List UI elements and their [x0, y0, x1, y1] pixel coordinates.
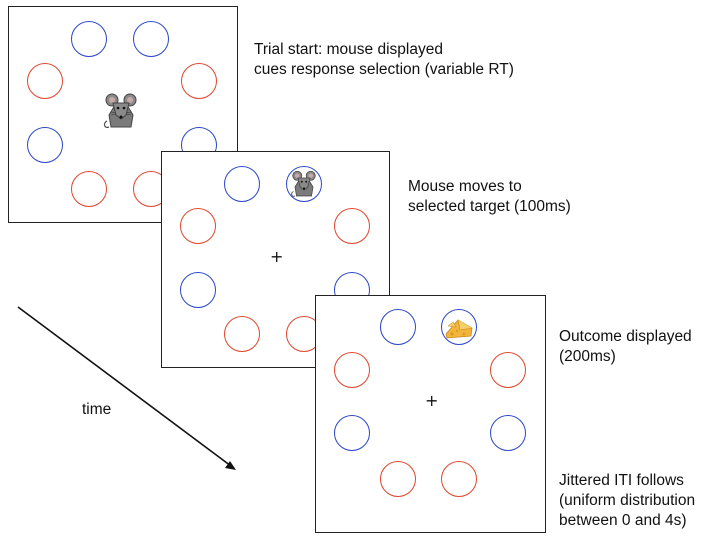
caption-line: (uniform distribution — [559, 492, 696, 509]
time-label: time — [82, 401, 112, 418]
caption-line: between 0 and 4s) — [559, 512, 687, 529]
caption-line: Mouse moves to — [408, 178, 522, 195]
blue-target-circle — [490, 415, 526, 451]
fixation-cross: + — [425, 391, 439, 410]
mouse-icon — [291, 170, 316, 197]
blue-target-circle — [224, 166, 260, 202]
red-target-circle — [71, 171, 107, 207]
red-target-circle — [180, 208, 216, 244]
red-target-circle — [441, 461, 477, 497]
caption-outcome: Outcome displayed (200ms) — [559, 327, 692, 367]
red-target-circle — [334, 352, 370, 388]
caption-mouse-moves: Mouse moves to selected target (100ms) — [408, 177, 571, 217]
red-target-circle — [181, 63, 217, 99]
outcome-panel: + — [315, 295, 546, 533]
blue-target-circle — [27, 127, 63, 163]
red-target-circle — [334, 208, 370, 244]
mouse-icon — [103, 93, 137, 129]
caption-trial-start: Trial start: mouse displayed cues respon… — [254, 40, 514, 80]
blue-target-circle — [71, 21, 107, 57]
caption-line: Jittered ITI follows — [559, 472, 684, 489]
cheese-icon — [445, 319, 473, 339]
red-target-circle — [27, 63, 63, 99]
caption-line: (200ms) — [559, 348, 616, 365]
blue-target-circle — [334, 415, 370, 451]
caption-line: Trial start: mouse displayed — [254, 41, 443, 58]
red-target-circle — [490, 352, 526, 388]
blue-target-circle — [180, 272, 216, 308]
trial-start-panel — [8, 6, 238, 223]
caption-iti: Jittered ITI follows (uniform distributi… — [559, 471, 695, 531]
blue-target-circle — [380, 309, 416, 345]
blue-target-circle — [133, 21, 169, 57]
red-target-circle — [380, 461, 416, 497]
caption-line: selected target (100ms) — [408, 198, 571, 215]
fixation-cross: + — [270, 247, 284, 266]
caption-line: Outcome displayed — [559, 328, 692, 345]
red-target-circle — [224, 316, 260, 352]
caption-line: cues response selection (variable RT) — [254, 61, 514, 78]
